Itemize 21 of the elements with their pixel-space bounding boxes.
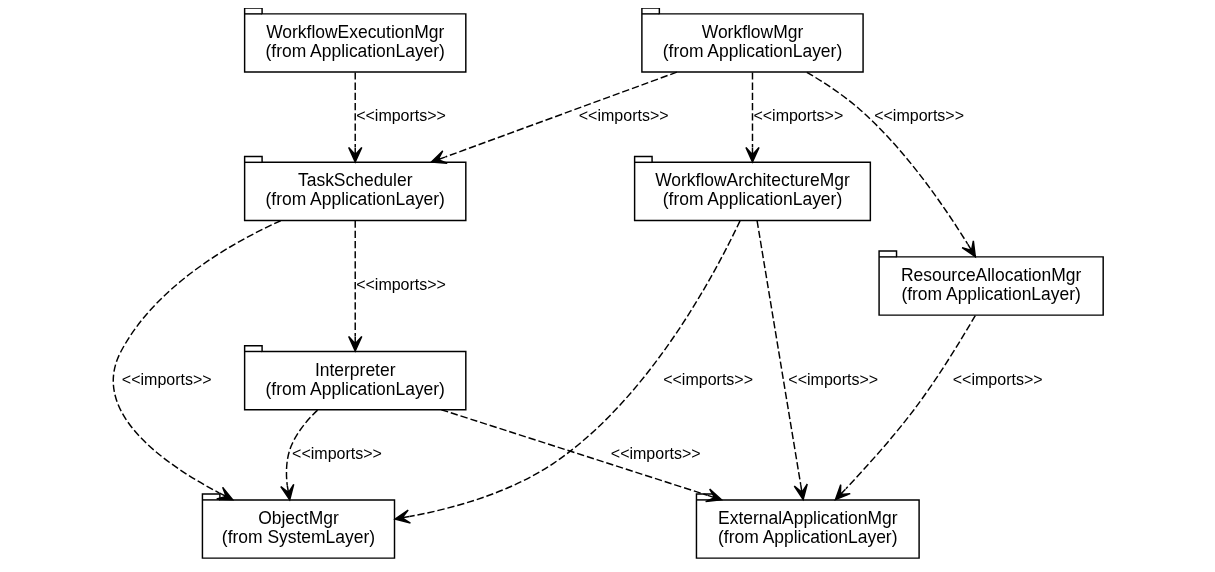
edge-label: <<imports>> xyxy=(873,107,964,125)
edge-label: <<imports>> xyxy=(355,107,446,125)
arrow xyxy=(744,71,760,163)
edge-label: <<imports>> xyxy=(610,444,701,462)
arrow xyxy=(834,314,976,501)
arrow xyxy=(440,409,722,503)
arrow xyxy=(393,220,741,524)
edge-label: <<imports>> xyxy=(787,370,878,388)
edge-label: <<imports>> xyxy=(952,370,1043,388)
arrow xyxy=(755,220,808,501)
edge-label: <<imports>> xyxy=(662,370,753,388)
edge-label: <<imports>> xyxy=(355,276,446,294)
arrow xyxy=(347,71,362,163)
arrow xyxy=(279,409,318,501)
edge-label: <<imports>> xyxy=(578,107,669,125)
arrow xyxy=(805,71,976,258)
arrow xyxy=(347,220,362,352)
arrow xyxy=(112,220,281,501)
edge-label: <<imports>> xyxy=(291,444,382,462)
edge-label: <<imports>> xyxy=(752,107,843,125)
edge-label: <<imports>> xyxy=(121,370,212,388)
